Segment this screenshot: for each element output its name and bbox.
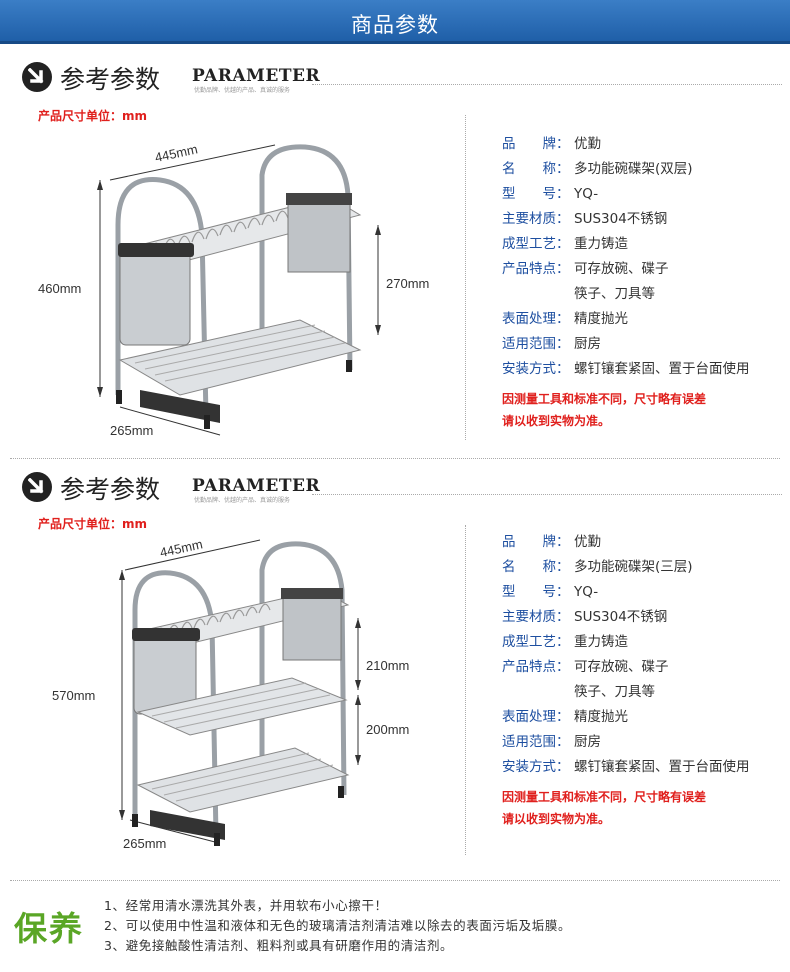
heading-en: PARAMETER [192, 66, 321, 86]
measurement-note: 因测量工具和标准不同，尺寸略有误差 [502, 790, 707, 804]
spec-row-install: 安装方式：螺钉镶套紧固、置于台面使用 [502, 759, 750, 775]
section-heading: 参考参数 PARAMETER 优勤品牌、优越的产品、真诚的服务 [22, 470, 782, 506]
heading-slogan: 优勤品牌、优越的产品、真诚的服务 [194, 497, 291, 504]
spec-row-material: 主要材质：SUS304不锈钢 [502, 211, 668, 227]
spec-row-model: 型 号：YQ- [502, 186, 599, 202]
dim-width: 445mm [158, 536, 204, 560]
spec-row-material: 主要材质：SUS304不锈钢 [502, 609, 668, 625]
measurement-note-2: 请以收到实物为准。 [502, 812, 611, 826]
section-separator [10, 458, 780, 459]
heading-zh: 参考参数 [60, 65, 161, 94]
dim-tier-height: 270mm [386, 276, 429, 291]
heading-rule [312, 84, 782, 85]
spec-row-features: 产品特点：可存放碗、碟子 [502, 659, 669, 675]
spec-row-process: 成型工艺：重力铸造 [502, 634, 628, 650]
spec-row-name: 名 称：多功能碗碟架(三层) [502, 559, 693, 575]
rack-illustration-three-tier: 445mm 570mm 210mm 200mm 265mm [52, 536, 409, 851]
dim-tier1-height: 210mm [366, 658, 409, 673]
heading-zh: 参考参数 [60, 475, 161, 504]
spec-row-process: 成型工艺：重力铸造 [502, 236, 628, 252]
section-heading: 参考参数 PARAMETER 优勤品牌、优越的产品、真诚的服务 [22, 60, 782, 96]
dim-depth: 265mm [110, 423, 153, 438]
care-title: 保养 [14, 909, 84, 948]
care-section: 保养 1、经常用清水漂洗其外表，并用软布小心擦干！ 2、可以使用中性温和液体和无… [0, 880, 790, 972]
column-divider [465, 525, 466, 855]
spec-row-features: 产品特点：可存放碗、碟子 [502, 261, 669, 277]
header-bar: 商品参数 [0, 0, 790, 44]
spec-row-finish: 表面处理：精度抛光 [502, 311, 628, 327]
spec-row-brand: 品 牌：优勤 [502, 136, 601, 152]
care-item: 1、经常用清水漂洗其外表，并用软布小心擦干！ [104, 898, 388, 913]
spec-row-brand: 品 牌：优勤 [502, 534, 601, 550]
unit-label: 产品尺寸单位：mm [38, 517, 148, 531]
spec-row-model: 型 号：YQ- [502, 584, 599, 600]
arrow-down-right-icon [22, 472, 52, 502]
column-divider [465, 115, 466, 440]
spec-row-name: 名 称：多功能碗碟架(双层) [502, 161, 693, 177]
dim-width: 445mm [153, 141, 199, 165]
dim-depth: 265mm [123, 836, 166, 851]
care-list: 1、经常用清水漂洗其外表，并用软布小心擦干！ 2、可以使用中性温和液体和无色的玻… [104, 896, 571, 956]
spec-row-finish: 表面处理：精度抛光 [502, 709, 628, 725]
care-separator [10, 880, 780, 881]
arrow-down-right-icon [22, 62, 52, 92]
measurement-note-2: 请以收到实物为准。 [502, 414, 611, 428]
spec-row-features-cont: 筷子、刀具等 [574, 286, 655, 302]
spec-row-install: 安装方式：螺钉镶套紧固、置于台面使用 [502, 361, 750, 377]
spec-row-usage: 适用范围：厨房 [502, 734, 601, 750]
spec-list: 品 牌：优勤 名 称：多功能碗碟架(双层) 型 号：YQ- 主要材质：SUS30… [502, 132, 782, 432]
spec-row-features-cont: 筷子、刀具等 [574, 684, 655, 700]
heading-en: PARAMETER [192, 476, 321, 496]
care-item: 3、避免接触酸性清洁剂、粗料剂或具有研磨作用的清洁剂。 [104, 938, 454, 953]
care-item: 2、可以使用中性温和液体和无色的玻璃清洁剂清洁难以除去的表面污垢及垢膜。 [104, 918, 572, 933]
dim-height: 460mm [38, 281, 81, 296]
dim-height: 570mm [52, 688, 95, 703]
rack-illustration-two-tier: 445mm 460mm 270mm 265mm [38, 141, 429, 438]
heading-slogan: 优勤品牌、优越的产品、真诚的服务 [194, 87, 291, 94]
page-title: 商品参数 [351, 13, 439, 37]
spec-list: 品 牌：优勤 名 称：多功能碗碟架(三层) 型 号：YQ- 主要材质：SUS30… [502, 530, 782, 830]
measurement-note: 因测量工具和标准不同，尺寸略有误差 [502, 392, 707, 406]
dim-tier2-height: 200mm [366, 722, 409, 737]
unit-label: 产品尺寸单位：mm [38, 109, 148, 123]
spec-row-usage: 适用范围：厨房 [502, 336, 601, 352]
heading-rule [312, 494, 782, 495]
